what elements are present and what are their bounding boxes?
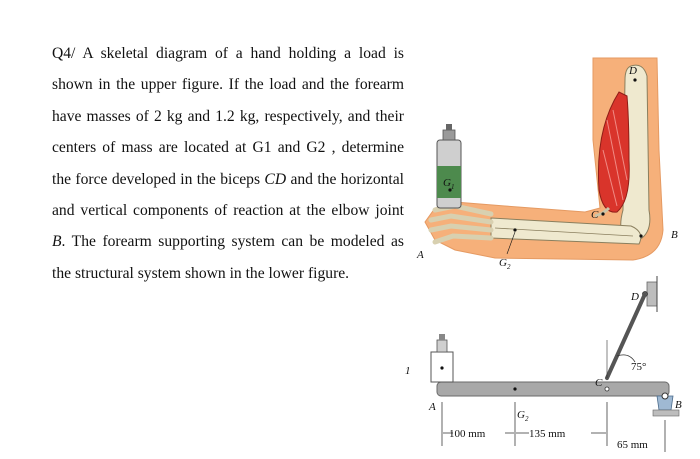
label-c-upper: C — [591, 209, 599, 221]
wall-support-d — [646, 281, 658, 307]
pin-support-b — [652, 392, 680, 417]
g2-lower — [513, 387, 517, 391]
angle-label: 75° — [631, 361, 646, 373]
label-d-upper: D — [628, 65, 637, 77]
spray-can — [436, 124, 462, 209]
question-text-part-1: Q4/ A skeletal diagram of a hand holding… — [52, 45, 404, 188]
dimension-100mm: 100 mm — [449, 428, 486, 440]
elbow-joint-label-b: B — [52, 233, 62, 251]
label-g1-lower-partial: 1 — [405, 365, 411, 377]
label-c-lower: C — [595, 377, 603, 389]
load-block-g1 — [430, 334, 454, 383]
arm-skin — [424, 57, 664, 261]
g1-center-of-mass — [448, 188, 452, 192]
forearm-beam — [436, 381, 670, 397]
member-cd — [605, 292, 647, 380]
point-b-upper — [639, 234, 643, 238]
upper-arm-figure: D G1 C B A G2 — [416, 57, 678, 271]
label-a-upper: A — [416, 249, 424, 261]
point-c-lower — [604, 386, 610, 392]
figures: D G1 C B A G2 — [405, 57, 682, 452]
label-a-lower: A — [428, 401, 436, 413]
label-b-lower: B — [675, 399, 682, 411]
question-text-part-3: . The forearm supporting system can be m… — [52, 233, 404, 282]
dimension-lines — [441, 402, 666, 452]
biceps-label-cd: CD — [264, 170, 287, 188]
label-g1-upper: G1 — [443, 177, 454, 191]
problem-statement: Q4/ A skeletal diagram of a hand holding… — [52, 38, 404, 289]
label-g2-lower: G2 — [517, 409, 529, 423]
label-b-upper: B — [671, 229, 678, 241]
dimension-65mm: 65 mm — [617, 439, 648, 451]
question-text-part-2: and the horizontal and vertical componen… — [52, 170, 404, 220]
point-c-upper — [601, 212, 605, 216]
label-g2-upper: G2 — [499, 257, 511, 271]
lower-structural-figure: 1 D C 75° B A G2 100 mm 135 mm 65 mm — [405, 276, 682, 452]
label-d-lower: D — [630, 291, 639, 303]
g2-upper — [513, 228, 517, 232]
point-d-upper — [633, 78, 637, 82]
dimension-135mm: 135 mm — [529, 428, 566, 440]
